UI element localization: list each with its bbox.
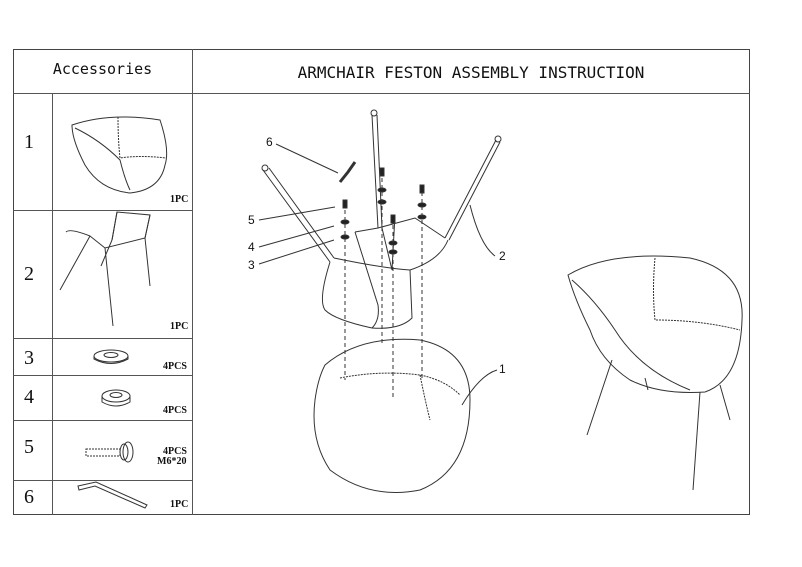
accessories-heading: Accessories (52, 60, 153, 78)
alignment-guides (344, 178, 423, 400)
callout-3: 3 (248, 258, 255, 272)
allen-key-icon (77, 481, 148, 509)
number-column-divider (52, 93, 53, 515)
part-quantity: 1PC (170, 194, 189, 205)
callout-1: 1 (499, 362, 506, 376)
part-number: 6 (24, 486, 34, 508)
row-divider (13, 480, 192, 481)
bolt-icon (85, 441, 134, 463)
part-quantity: 4PCS (163, 361, 187, 372)
part-quantity: 4PCS (163, 405, 187, 416)
part-quantity: 4PCS (163, 446, 187, 457)
assembled-chair-drawing (567, 255, 743, 491)
hardware-stack-drawing (338, 161, 427, 255)
spring-washer-icon (101, 389, 131, 407)
row-divider (13, 375, 192, 376)
part-number: 2 (24, 263, 34, 285)
part-quantity: 1PC (170, 321, 189, 332)
part-number: 5 (24, 436, 34, 458)
instruction-table (13, 49, 750, 515)
page-title: ARMCHAIR FESTON ASSEMBLY INSTRUCTION (297, 63, 645, 82)
callout-leaders (258, 143, 498, 406)
column-divider (192, 49, 193, 515)
metal-frame-icon (59, 211, 151, 327)
part-number: 3 (24, 347, 34, 369)
flat-washer-icon (93, 349, 129, 364)
part-spec: M6*20 (157, 456, 187, 467)
inverted-frame-drawing (261, 109, 502, 329)
callout-6: 6 (266, 135, 273, 149)
part-quantity: 1PC (170, 499, 189, 510)
chair-shell-icon (71, 116, 168, 194)
callout-5: 5 (248, 213, 255, 227)
seat-shell-drawing (313, 338, 471, 493)
row-divider (13, 420, 192, 421)
part-number: 4 (24, 386, 34, 408)
row-divider (13, 338, 192, 339)
part-number: 1 (24, 131, 34, 153)
callout-4: 4 (248, 240, 255, 254)
row-divider (13, 210, 192, 211)
callout-2: 2 (499, 249, 506, 263)
header-divider (13, 93, 750, 94)
